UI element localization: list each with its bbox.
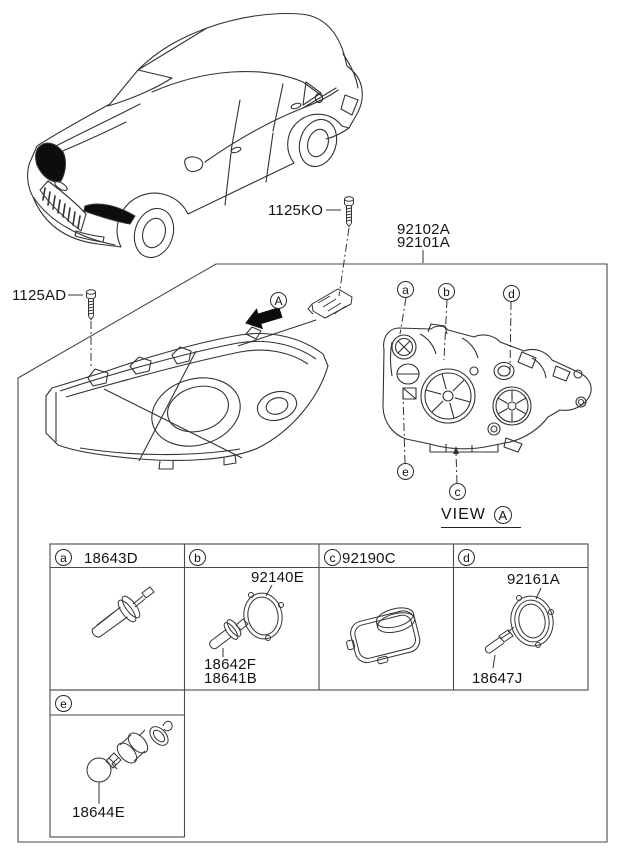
- table-cell-b-letter: b: [189, 549, 206, 566]
- callout-c: c: [449, 483, 466, 500]
- part-label-92161a: 92161A: [507, 571, 560, 588]
- bulb-18642f-drawing: [209, 618, 249, 657]
- ring-92161a-drawing: [510, 587, 554, 648]
- part-label-92190c: 92190C: [342, 550, 396, 567]
- callout-b: b: [438, 283, 455, 300]
- ring-92140e-drawing: [243, 584, 284, 641]
- part-label-18647j: 18647J: [472, 670, 523, 687]
- car-illustration: [27, 12, 363, 259]
- callout-d: d: [503, 285, 520, 302]
- part-label-92101a: 92101A: [397, 234, 450, 251]
- callout-e: e: [397, 463, 414, 480]
- direction-arrow-icon: [245, 307, 283, 330]
- bulb-18644e-drawing: [86, 720, 173, 804]
- view-word: VIEW: [441, 506, 486, 523]
- table-cell-c-letter: c: [324, 549, 341, 566]
- callout-c-arrowhead: [453, 446, 459, 454]
- cover-92190c-drawing: [346, 607, 421, 665]
- bolt-1125ko-icon: [344, 196, 354, 227]
- bulb-18647j-drawing: [484, 626, 515, 669]
- part-label-92140e: 92140E: [251, 569, 304, 586]
- bulb-18643d-drawing: [91, 586, 155, 638]
- mounting-clip: [307, 288, 353, 319]
- leader-lines: [68, 209, 424, 369]
- part-label-18644e: 18644E: [72, 804, 125, 821]
- view-letter-badge: A: [493, 506, 512, 524]
- callout-leader-lines: [399, 297, 512, 484]
- legend-table-borders: [49, 543, 589, 838]
- bolt-1125ad-icon: [86, 289, 96, 320]
- callout-a: a: [397, 281, 414, 298]
- view-a-caption: VIEW A: [441, 506, 521, 528]
- table-cell-d-letter: d: [458, 549, 475, 566]
- part-label-18642f: 18642F: [204, 656, 257, 673]
- part-label-1125ad: 1125AD: [12, 287, 67, 304]
- table-cell-e-letter: e: [55, 695, 72, 712]
- part-label-1125ko: 1125KO: [268, 202, 324, 219]
- table-cell-a-letter: a: [55, 549, 72, 566]
- headlamp-rear-view: [382, 323, 592, 453]
- part-label-92102a: 92102A: [397, 221, 450, 238]
- direction-arrow-letter-badge: A: [270, 292, 287, 309]
- part-label-18643d: 18643D: [84, 550, 138, 567]
- headlamp-front-view: [45, 326, 329, 470]
- part-label-18641b: 18641B: [204, 670, 257, 687]
- outer-boundary-box: [17, 263, 608, 843]
